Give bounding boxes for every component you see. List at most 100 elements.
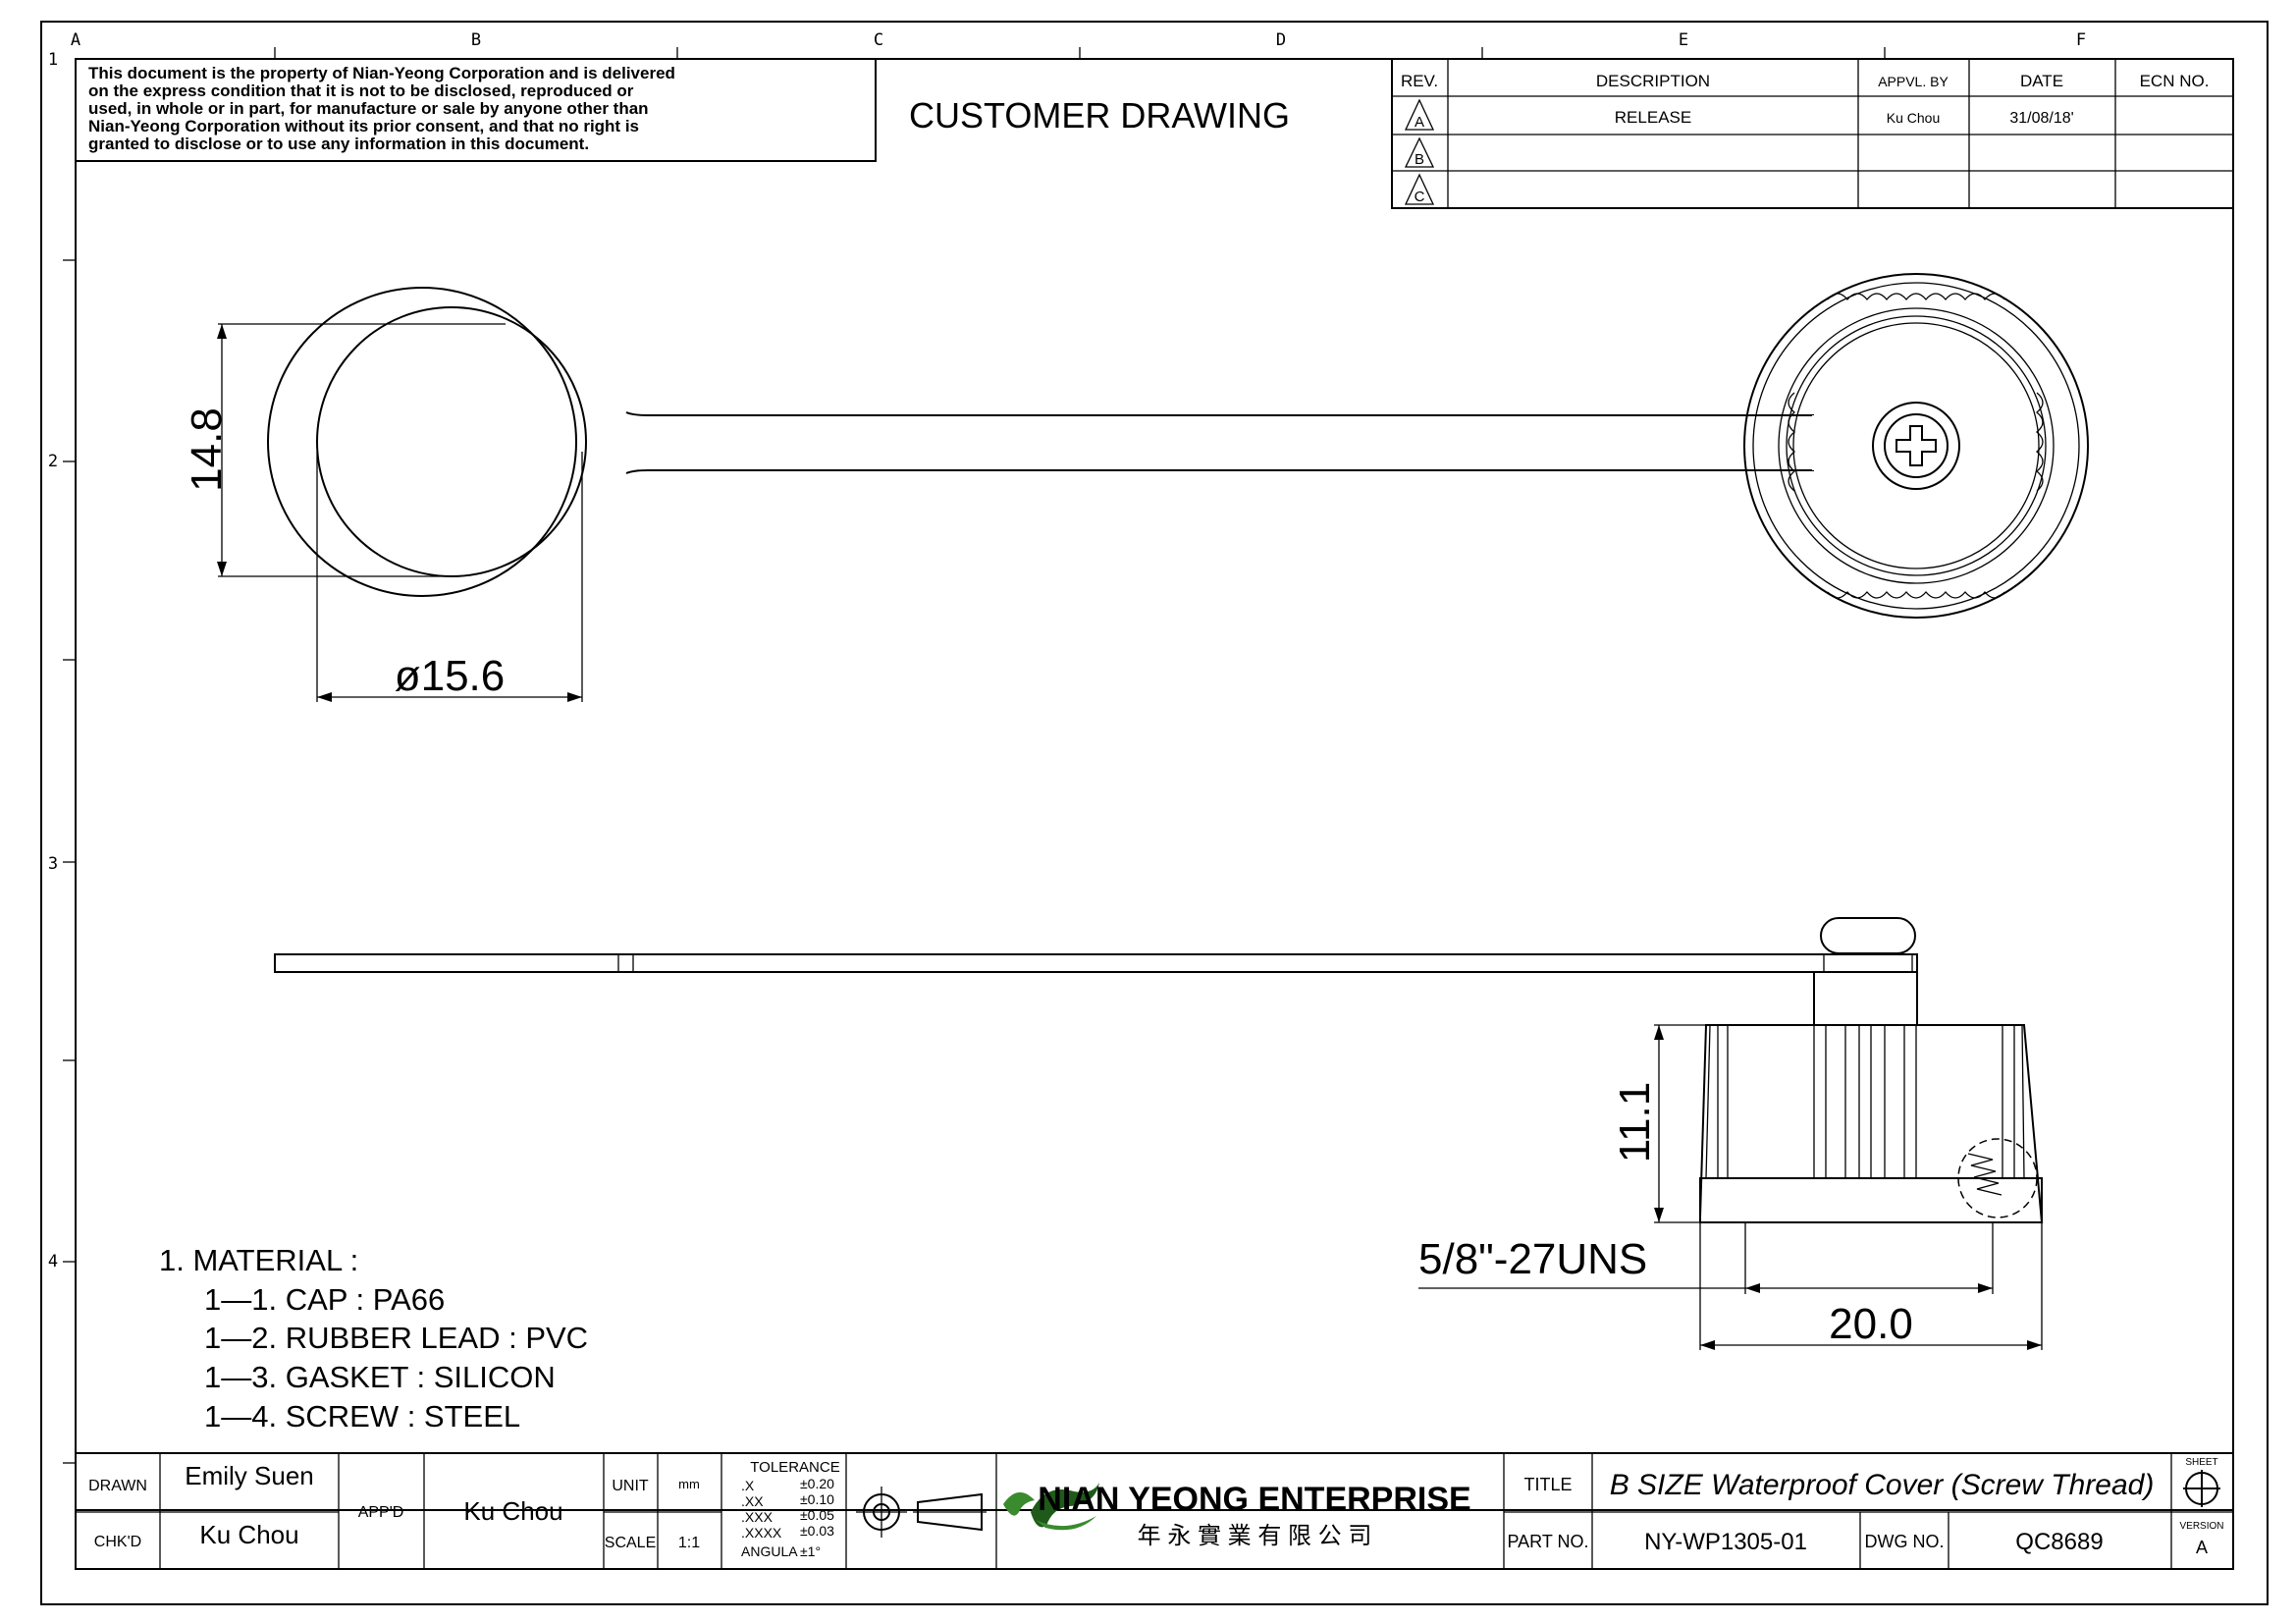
title-block: DRAWN Emily Suen CHK'D Ku Chou APP'D Ku …	[75, 1452, 2234, 1570]
tol-val-5: ±1°	[800, 1543, 821, 1559]
tol-key-2: .XX	[741, 1493, 764, 1509]
tol-key-5: ANGULA	[741, 1543, 798, 1559]
rev-a-description: RELEASE	[1615, 108, 1691, 127]
top-view: 14.8 ø15.6	[183, 273, 2089, 702]
sheet-label: SHEET	[2185, 1457, 2217, 1468]
dim-ring-diameter: ø15.6	[395, 652, 506, 700]
unit-value: mm	[678, 1477, 700, 1491]
screw-shank-side	[1813, 971, 1918, 1026]
col-label-d: D	[1276, 30, 1286, 50]
cap-outer	[1743, 273, 2089, 619]
col-label-e: E	[1679, 30, 1688, 50]
dim-cap-width: 20.0	[1829, 1300, 1913, 1348]
notice-line-2: on the express condition that it is not …	[88, 81, 634, 100]
rev-c-label: C	[1415, 189, 1425, 205]
ring-outer	[267, 287, 577, 597]
tol-key-1: .X	[741, 1478, 755, 1493]
dim-thread: 5/8"-27UNS	[1418, 1235, 1647, 1283]
inner-border	[75, 58, 2234, 1511]
cap-outer-2	[1752, 282, 2080, 610]
dwg-no-value: QC8689	[2015, 1529, 2103, 1555]
part-no-value: NY-WP1305-01	[1644, 1529, 1807, 1555]
ring-inner	[316, 306, 587, 577]
rev-b-label: B	[1415, 151, 1424, 168]
side-view: 11.1 5/8"-27UNS 20.0	[274, 917, 2044, 1350]
cap-knurl-marks	[1788, 293, 2044, 599]
col-label-a: A	[71, 30, 80, 50]
col-label-b: B	[471, 30, 481, 50]
tol-val-1: ±0.20	[800, 1476, 834, 1491]
company-logo	[1003, 1483, 1099, 1531]
approval-header: APPVL. BY	[1878, 74, 1949, 89]
unit-label: UNIT	[612, 1478, 649, 1494]
dwg-no-label: DWG NO.	[1865, 1532, 1945, 1551]
cap-rib-ring-2	[1786, 315, 2047, 576]
scale-value: 1:1	[678, 1535, 700, 1551]
revision-table: REV. DESCRIPTION APPVL. BY DATE ECN NO. …	[1391, 58, 2234, 209]
company-name: NIAN YEONG ENTERPRISE	[1038, 1481, 1470, 1518]
notice-line-1: This document is the property of Nian-Ye…	[88, 64, 675, 82]
drawn-label: DRAWN	[88, 1478, 147, 1494]
row-label-4: 4	[48, 1252, 58, 1271]
rev-triangle-b	[1404, 136, 1435, 168]
drawn-by: Emily Suen	[185, 1461, 314, 1490]
rev-a-approver: Ku Chou	[1887, 110, 1940, 126]
material-notes: 1. MATERIAL : 1—1. CAP : PA66 1—2. RUBBE…	[159, 1243, 588, 1434]
tol-key-4: .XXXX	[741, 1525, 782, 1541]
part-no-label: PART NO.	[1507, 1532, 1588, 1551]
date-header: DATE	[2020, 72, 2063, 90]
drawing-title: B SIZE Waterproof Cover (Screw Thread)	[1610, 1469, 2155, 1501]
approved-label: APP'D	[358, 1504, 404, 1521]
rev-triangle-a	[1404, 98, 1435, 131]
rev-triangle-c	[1404, 173, 1435, 205]
dim-ring-height: 14.8	[183, 407, 231, 492]
strap-top-view	[625, 411, 1814, 474]
row-label-1: 1	[48, 50, 58, 70]
drawing-header-title: CUSTOMER DRAWING	[909, 95, 1290, 135]
checked-label: CHK'D	[94, 1534, 141, 1550]
phillips-cross-icon	[1896, 425, 1937, 466]
note-line-4: 1—3. GASKET : SILICON	[204, 1360, 556, 1394]
notice-line-3: used, in whole or in part, for manufactu…	[88, 99, 649, 118]
sheet-symbol-icon	[2183, 1470, 2220, 1507]
cap-rib-ring	[1778, 307, 2055, 584]
tol-val-3: ±0.05	[800, 1507, 834, 1523]
notice-line-5: granted to disclose or to use any inform…	[88, 135, 589, 153]
row-label-3: 3	[48, 854, 58, 874]
scale-label: SCALE	[605, 1535, 656, 1551]
rev-a-label: A	[1415, 114, 1424, 131]
rev-a-date: 31/08/18'	[2009, 110, 2073, 127]
ecn-header: ECN NO.	[2140, 72, 2210, 90]
company-chinese-name: 年 永 實 業 有 限 公 司	[1138, 1523, 1372, 1549]
version-value: A	[2196, 1538, 2208, 1557]
tol-val-4: ±0.03	[800, 1523, 834, 1539]
col-label-f: F	[2076, 30, 2086, 50]
screw-head-side	[1820, 917, 1916, 954]
thread-detail-circle	[1957, 1138, 2038, 1218]
cap-ribs	[1705, 1024, 2025, 1179]
version-label: VERSION	[2179, 1521, 2223, 1532]
row-label-2: 2	[48, 452, 58, 471]
description-header: DESCRIPTION	[1596, 72, 1710, 90]
notice-line-4: Nian-Yeong Corporation without its prior…	[88, 117, 639, 135]
note-line-3: 1—2. RUBBER LEAD : PVC	[204, 1321, 588, 1355]
col-label-c: C	[874, 30, 883, 50]
rev-header: REV.	[1401, 72, 1438, 90]
approved-by: Ku Chou	[463, 1496, 562, 1526]
checked-by: Ku Chou	[199, 1520, 298, 1549]
confidentiality-notice: This document is the property of Nian-Ye…	[75, 58, 877, 162]
note-line-1: 1. MATERIAL :	[159, 1243, 358, 1277]
screw-head-inner	[1884, 413, 1949, 478]
tolerance-label: TOLERANCE	[750, 1459, 839, 1476]
row-zones: 1 2 3 4	[48, 50, 76, 1464]
note-line-2: 1—1. CAP : PA66	[204, 1282, 445, 1317]
tol-key-3: .XXX	[741, 1509, 774, 1525]
tol-val-2: ±0.10	[800, 1491, 834, 1507]
outer-border	[40, 21, 2269, 1605]
screw-head-outer	[1872, 402, 1960, 490]
strap-side-view	[274, 953, 1918, 973]
third-angle-projection-icon	[856, 1487, 987, 1538]
title-label: TITLE	[1523, 1475, 1572, 1494]
dim-cap-height: 11.1	[1611, 1082, 1659, 1163]
